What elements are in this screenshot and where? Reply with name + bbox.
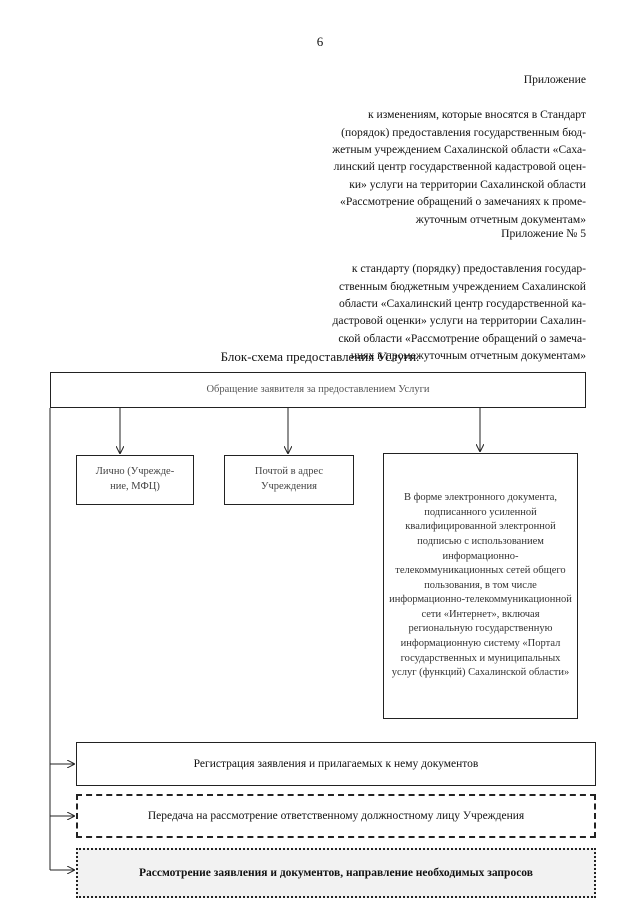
channel-post-text: Почтой в адрес Учреждения — [254, 466, 324, 492]
step-transfer-box: Передача на рассмотрение ответственному … — [76, 794, 596, 838]
appendix-5-heading: Приложение № 5 — [501, 227, 586, 241]
channel-post-box: Почтой в адрес Учреждения — [224, 455, 354, 505]
flowchart-start-text: Обращение заявителя за предоставлением У… — [206, 383, 430, 395]
channel-personal-text: Лично (Учрежде- ние, МФЦ) — [95, 466, 175, 492]
appendix-5-text: к стандарту (порядку) предоставления гос… — [332, 262, 586, 363]
flowchart-start-box: Обращение заявителя за предоставлением У… — [50, 372, 586, 408]
flowchart-title: Блок-схема предоставления Услуги. — [220, 349, 420, 364]
step-registration-text: Регистрация заявления и прилагаемых к не… — [193, 757, 479, 770]
appendix-5: Приложение № 5 к стандарту (порядку) пре… — [256, 208, 586, 382]
step-registration-box: Регистрация заявления и прилагаемых к не… — [76, 742, 596, 786]
step-transfer-text: Передача на рассмотрение ответственному … — [147, 809, 525, 822]
appendix-changes-text: к изменениям, которые вносятся в Стандар… — [332, 108, 586, 226]
channel-electronic-text: В форме электронного документа, подписан… — [389, 492, 572, 679]
page-number: 6 — [316, 34, 324, 49]
appendix-changes-heading: Приложение — [523, 73, 586, 87]
step-review-text: Рассмотрение заявления и документов, нап… — [139, 866, 533, 879]
channel-electronic-box: В форме электронного документа, подписан… — [383, 453, 578, 719]
step-review-box: Рассмотрение заявления и документов, нап… — [76, 848, 596, 898]
appendix-changes: Приложение к изменениям, которые вносятс… — [246, 54, 586, 245]
channel-personal-box: Лично (Учрежде- ние, МФЦ) — [76, 455, 194, 505]
